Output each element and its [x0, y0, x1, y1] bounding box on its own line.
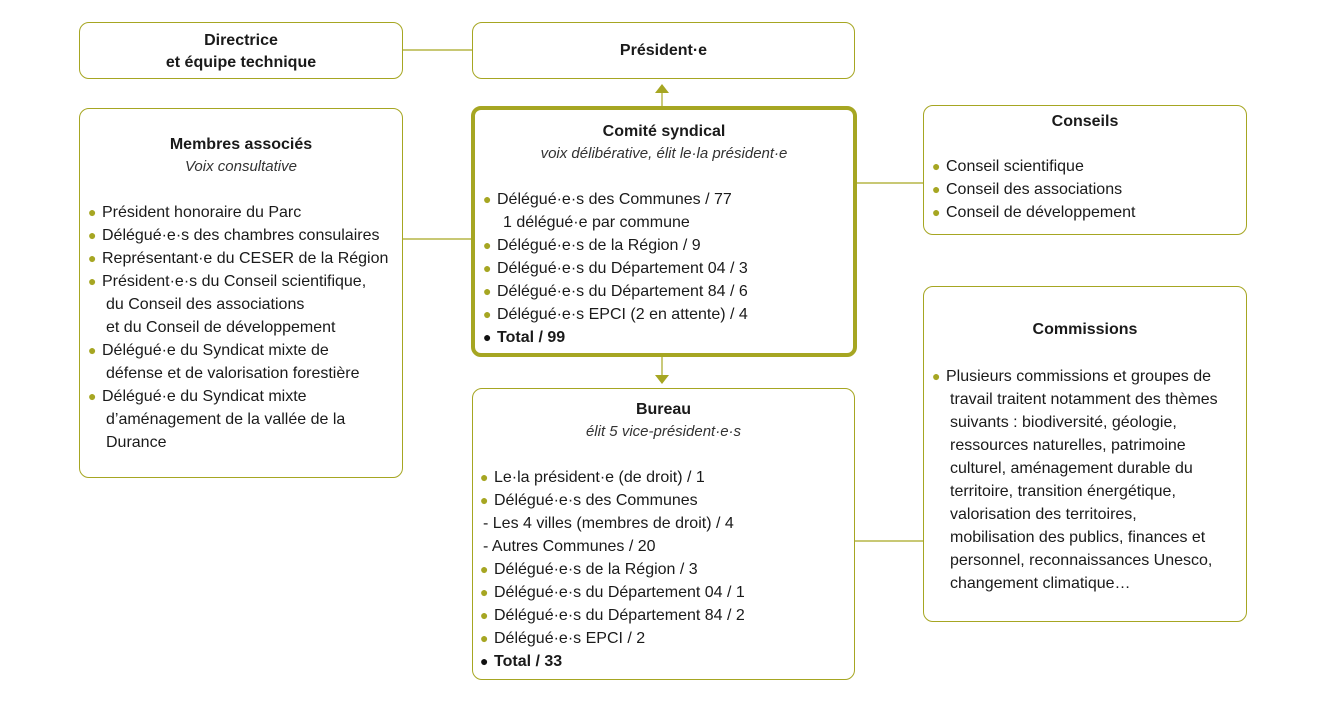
list-item: territoire, transition énergétique, — [950, 483, 1176, 500]
bullet-icon: ● — [480, 492, 489, 508]
list-item: ●Délégué·e·s de la Région / 3 — [480, 558, 854, 581]
list-item: ●Conseil des associations — [932, 178, 1246, 201]
list-item: ●Le·la président·e (de droit) / 1 — [480, 466, 854, 489]
list-item: 1 délégué·e par commune — [503, 214, 690, 231]
list-item: ●Délégué·e·s du Département 04 / 1 — [480, 581, 854, 604]
list-item: ●Délégué·e du Syndicat mixte de — [88, 339, 402, 362]
bullet-icon: ● — [483, 260, 492, 276]
list-item: ●Conseil de développement — [932, 201, 1246, 224]
list-item: Durance — [106, 434, 167, 451]
total-item: ●Total / 33 — [480, 650, 854, 673]
list-item: valorisation des territoires, — [950, 506, 1137, 523]
bullet-icon: ● — [480, 630, 489, 646]
list-item: défense et de valorisation forestière — [106, 365, 360, 382]
list-item: ●Délégué·e·s des Communes — [480, 489, 854, 512]
list-item: ●Délégué·e·s des Communes / 77 — [483, 188, 853, 211]
list-item: ●Plusieurs commissions et groupes de — [932, 365, 1246, 388]
comite-title: Comité syndical — [602, 123, 726, 140]
bullet-icon: ● — [480, 561, 489, 577]
membres-list: ●Président honoraire du Parc ●Délégué·e·… — [88, 201, 402, 454]
list-item: du Conseil des associations — [106, 296, 305, 313]
list-item: ●Délégué·e·s des chambres consulaires — [88, 224, 402, 247]
bullet-icon: ● — [88, 388, 97, 404]
list-item: ●Délégué·e·s du Département 84 / 2 — [480, 604, 854, 627]
bullet-icon: ● — [932, 181, 941, 197]
directrice-title-line2: et équipe technique — [165, 54, 317, 71]
president-box: Président·e — [472, 22, 855, 79]
bullet-icon: ● — [88, 250, 97, 266]
list-item: et du Conseil de développement — [106, 319, 336, 336]
bullet-icon: ● — [480, 584, 489, 600]
comite-list: ●Délégué·e·s des Communes / 77 1 délégué… — [483, 188, 853, 349]
bureau-list: ●Le·la président·e (de droit) / 1 ●Délég… — [480, 466, 854, 673]
list-item: ressources naturelles, patrimoine — [950, 437, 1186, 454]
bullet-icon: ● — [88, 227, 97, 243]
bullet-icon: ● — [483, 237, 492, 253]
bullet-icon: ● — [480, 653, 489, 669]
conseils-list: ●Conseil scientifique ●Conseil des assoc… — [932, 155, 1246, 224]
total-item: ●Total / 99 — [483, 326, 853, 349]
list-item: ●Délégué·e·s de la Région / 9 — [483, 234, 853, 257]
arrow-up-icon — [655, 84, 669, 93]
list-item: ●Président·e·s du Conseil scientifique, — [88, 270, 402, 293]
membres-title: Membres associés — [169, 136, 313, 153]
list-item: changement climatique… — [950, 575, 1131, 592]
directrice-box: Directrice et équipe technique — [79, 22, 403, 79]
bullet-icon: ● — [480, 607, 489, 623]
bullet-icon: ● — [480, 469, 489, 485]
list-item: ●Président honoraire du Parc — [88, 201, 402, 224]
list-item: ●Délégué·e·s EPCI (2 en attente) / 4 — [483, 303, 853, 326]
president-title: Président·e — [619, 42, 708, 59]
bullet-icon: ● — [932, 158, 941, 174]
list-item: - Les 4 villes (membres de droit) / 4 — [483, 515, 734, 532]
comite-syndical-box: Comité syndical voix délibérative, élit … — [471, 106, 857, 357]
membres-subtitle: Voix consultative — [184, 158, 297, 175]
list-item: ●Délégué·e·s EPCI / 2 — [480, 627, 854, 650]
bureau-subtitle: élit 5 vice-président·e·s — [585, 423, 742, 440]
commissions-list: ●Plusieurs commissions et groupes de tra… — [932, 365, 1246, 595]
bureau-title: Bureau — [635, 401, 692, 418]
arrow-down-icon — [655, 375, 669, 384]
bullet-icon: ● — [483, 306, 492, 322]
commissions-title: Commissions — [1032, 321, 1138, 338]
bullet-icon: ● — [88, 342, 97, 358]
conseils-box: Conseils ●Conseil scientifique ●Conseil … — [923, 105, 1247, 235]
directrice-title-line1: Directrice — [204, 32, 278, 49]
bullet-icon: ● — [932, 368, 941, 384]
conseils-title: Conseils — [1051, 113, 1119, 130]
comite-subtitle: voix délibérative, élit le·la président·… — [540, 145, 788, 162]
list-item: personnel, reconnaissances Unesco, — [950, 552, 1213, 569]
list-item: - Autres Communes / 20 — [483, 538, 656, 555]
list-item: ●Délégué·e·s du Département 04 / 3 — [483, 257, 853, 280]
list-item: ●Délégué·e·s du Département 84 / 6 — [483, 280, 853, 303]
list-item: ●Représentant·e du CESER de la Région — [88, 247, 402, 270]
bullet-icon: ● — [483, 329, 492, 345]
list-item: ●Conseil scientifique — [932, 155, 1246, 178]
membres-associes-box: Membres associés Voix consultative ●Prés… — [79, 108, 403, 478]
list-item: suivants : biodiversité, géologie, — [950, 414, 1177, 431]
bullet-icon: ● — [483, 191, 492, 207]
list-item: d’aménagement de la vallée de la — [106, 411, 346, 428]
bullet-icon: ● — [932, 204, 941, 220]
commissions-box: Commissions ●Plusieurs commissions et gr… — [923, 286, 1247, 622]
bullet-icon: ● — [88, 273, 97, 289]
bullet-icon: ● — [88, 204, 97, 220]
list-item: culturel, aménagement durable du — [950, 460, 1193, 477]
list-item: mobilisation des publics, finances et — [950, 529, 1206, 546]
bureau-box: Bureau élit 5 vice-président·e·s ●Le·la … — [472, 388, 855, 680]
list-item: ●Délégué·e du Syndicat mixte — [88, 385, 402, 408]
list-item: travail traitent notamment des thèmes — [950, 391, 1218, 408]
bullet-icon: ● — [483, 283, 492, 299]
